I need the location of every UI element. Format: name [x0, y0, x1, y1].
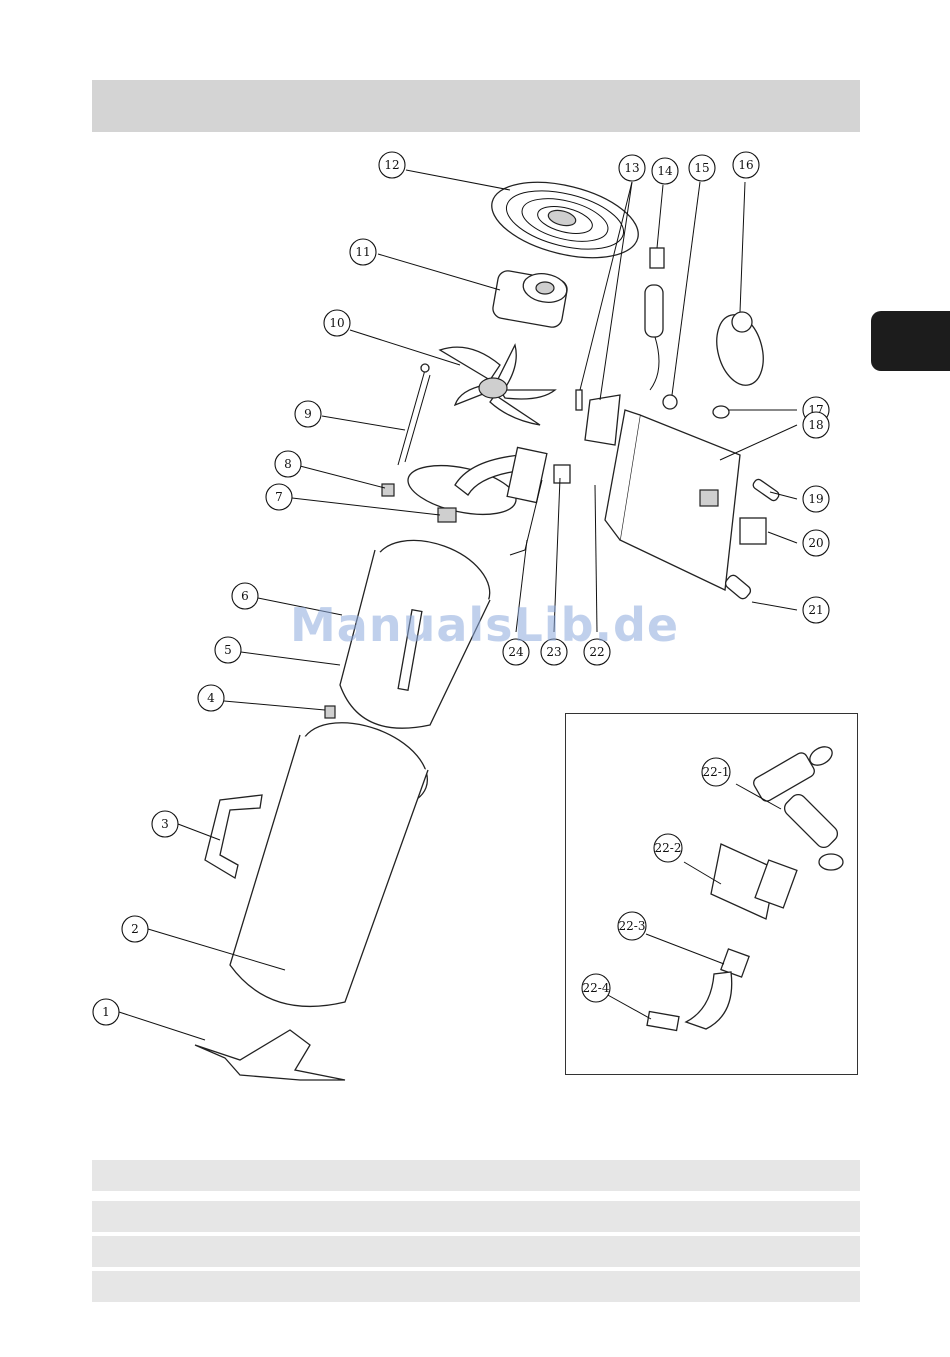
- svg-text:22-1: 22-1: [703, 765, 730, 779]
- svg-text:15: 15: [694, 161, 709, 175]
- callout-6: 6: [232, 583, 258, 609]
- callout-14: 14: [652, 158, 678, 184]
- callout-9: 9: [295, 401, 321, 427]
- watermark: ManualsLib.de: [290, 598, 679, 652]
- callout-12: 12: [379, 152, 405, 178]
- svg-text:1: 1: [102, 1005, 110, 1019]
- part-outer-shell: [230, 707, 439, 1007]
- svg-text:14: 14: [657, 164, 673, 178]
- svg-text:21: 21: [808, 603, 823, 617]
- callout-13: 13: [619, 155, 645, 181]
- callout-22-2: 22-2: [654, 834, 682, 862]
- part-base: [195, 1030, 345, 1080]
- detail-solenoid: [711, 844, 797, 919]
- callout-8: 8: [275, 451, 301, 477]
- callout-22-3: 22-3: [618, 912, 646, 940]
- svg-text:8: 8: [284, 457, 292, 471]
- callout-18: 18: [803, 412, 829, 438]
- svg-text:9: 9: [304, 407, 312, 421]
- svg-text:2: 2: [131, 922, 139, 936]
- valve-detail-inset: 22-1 22-2 22-3 22-4: [565, 713, 858, 1075]
- callout-2: 2: [122, 916, 148, 942]
- detail-valve-body: [752, 743, 843, 870]
- svg-text:18: 18: [808, 418, 823, 432]
- part-handle: [205, 795, 262, 878]
- callout-20: 20: [803, 530, 829, 556]
- part-burner: [404, 447, 547, 523]
- svg-text:6: 6: [241, 589, 249, 603]
- svg-text:22-4: 22-4: [583, 981, 610, 995]
- svg-text:12: 12: [384, 158, 399, 172]
- valve-detail-diagram: 22-1 22-2 22-3 22-4: [566, 714, 857, 1074]
- part-small-block: [325, 706, 335, 718]
- svg-text:5: 5: [224, 643, 232, 657]
- callout-1: 1: [93, 999, 119, 1025]
- part-control-box: [585, 395, 740, 590]
- callout-16: 16: [733, 152, 759, 178]
- svg-text:3: 3: [161, 817, 169, 831]
- svg-text:4: 4: [207, 691, 215, 705]
- header-band: [92, 80, 860, 132]
- callout-5: 5: [215, 637, 241, 663]
- part-clip: [382, 484, 394, 496]
- part-thermocouple: [398, 364, 430, 465]
- svg-text:22-3: 22-3: [619, 919, 646, 933]
- callout-22-4: 22-4: [582, 974, 610, 1002]
- table-row: [92, 1201, 860, 1232]
- callout-10: 10: [324, 310, 350, 336]
- detail-fitting: [647, 949, 749, 1031]
- svg-text:13: 13: [624, 161, 639, 175]
- callout-4: 4: [198, 685, 224, 711]
- callout-15: 15: [689, 155, 715, 181]
- svg-text:10: 10: [329, 316, 344, 330]
- callout-3: 3: [152, 811, 178, 837]
- svg-text:22-2: 22-2: [655, 841, 682, 855]
- table-row: [92, 1236, 860, 1267]
- part-motor: [491, 269, 569, 328]
- callout-11: 11: [350, 239, 376, 265]
- table-row: [92, 1160, 860, 1191]
- callout-7: 7: [266, 484, 292, 510]
- svg-text:11: 11: [355, 245, 370, 259]
- svg-text:19: 19: [808, 492, 823, 506]
- part-grille: [484, 169, 646, 271]
- callout-21: 21: [803, 597, 829, 623]
- callout-22-1: 22-1: [702, 758, 730, 786]
- svg-text:7: 7: [275, 490, 283, 504]
- svg-text:16: 16: [738, 158, 753, 172]
- callout-19: 19: [803, 486, 829, 512]
- table-row: [92, 1271, 860, 1302]
- part-fan-blade: [440, 345, 555, 425]
- svg-text:20: 20: [808, 536, 823, 550]
